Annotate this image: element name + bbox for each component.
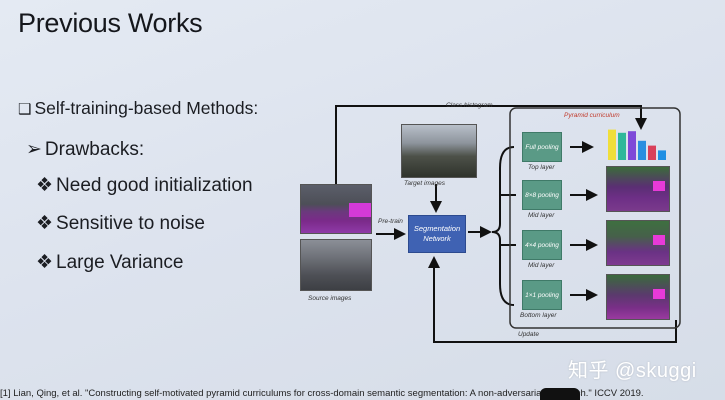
histogram-bar	[658, 150, 666, 160]
diamond-bullet-icon: ❖	[36, 213, 54, 234]
histogram-bar	[648, 145, 656, 160]
bullet-text: Drawbacks:	[44, 139, 145, 160]
square-bullet-icon: ❑	[18, 101, 32, 118]
diagram-connectors	[335, 105, 681, 343]
pyramid-curriculum-diagram: Class histogram Pyramid curriculum Targe…	[296, 98, 686, 343]
top-layer-label: Top layer	[528, 164, 555, 171]
bullet-level3: ❖Large Variance	[36, 251, 184, 274]
bullet-level2: ➢Drawbacks:	[26, 138, 144, 161]
mid-layer-label: Mid layer	[528, 262, 555, 269]
pyramid-curriculum-label: Pyramid curriculum	[564, 112, 620, 119]
bullet-text: Large Variance	[56, 252, 184, 273]
arrow-bullet-icon: ➢	[26, 139, 42, 160]
segmentation-output-mid	[606, 220, 670, 266]
histogram-bar	[618, 132, 626, 160]
pooling-4x4-box: 4×4 pooling	[522, 230, 562, 260]
segmentation-output-bottom	[606, 274, 670, 320]
branch-bracket	[491, 146, 515, 306]
diamond-bullet-icon: ❖	[36, 252, 54, 273]
bullet-level1: ❑Self-training-based Methods:	[18, 98, 258, 119]
target-image	[401, 124, 477, 178]
citation-footnote: [1] Lian, Qing, et al. "Constructing sel…	[0, 388, 644, 399]
histogram-bar	[638, 140, 646, 160]
full-pooling-box: Full pooling	[522, 132, 562, 162]
class-histogram-arrow	[335, 105, 647, 184]
mid-layer-label: Mid layer	[528, 212, 555, 219]
histogram-bar	[628, 131, 636, 160]
bottom-layer-label: Bottom layer	[520, 312, 557, 319]
pooling-8x8-box: 8×8 pooling	[522, 180, 562, 210]
histogram-bar	[608, 129, 616, 160]
target-images-label: Target images	[404, 180, 445, 187]
segmentation-output-mid	[606, 166, 670, 212]
diamond-bullet-icon: ❖	[36, 175, 54, 196]
slide-title: Previous Works	[18, 8, 203, 38]
source-image-segmented	[300, 184, 372, 234]
bullet-level3: ❖Sensitive to noise	[36, 212, 205, 235]
update-arrow	[428, 256, 677, 343]
source-image	[300, 239, 372, 291]
source-images-label: Source images	[308, 295, 352, 302]
pre-train-label: Pre-train	[378, 218, 403, 225]
bullet-text: Need good initialization	[56, 175, 253, 196]
pyramid-curriculum-box	[509, 107, 681, 329]
speaker-silhouette	[540, 388, 580, 400]
class-histogram-label: Class histogram	[446, 102, 493, 109]
watermark: 知乎 @skuggi	[568, 360, 697, 382]
bullet-level3: ❖Need good initialization	[36, 174, 253, 197]
update-label: Update	[518, 331, 539, 338]
class-histogram	[608, 129, 666, 160]
pooling-1x1-box: 1×1 pooling	[522, 280, 562, 310]
bullet-text: Self-training-based Methods:	[34, 98, 259, 118]
segmentation-network-box: Segmentation Network	[408, 215, 466, 253]
bullet-text: Sensitive to noise	[56, 213, 205, 234]
